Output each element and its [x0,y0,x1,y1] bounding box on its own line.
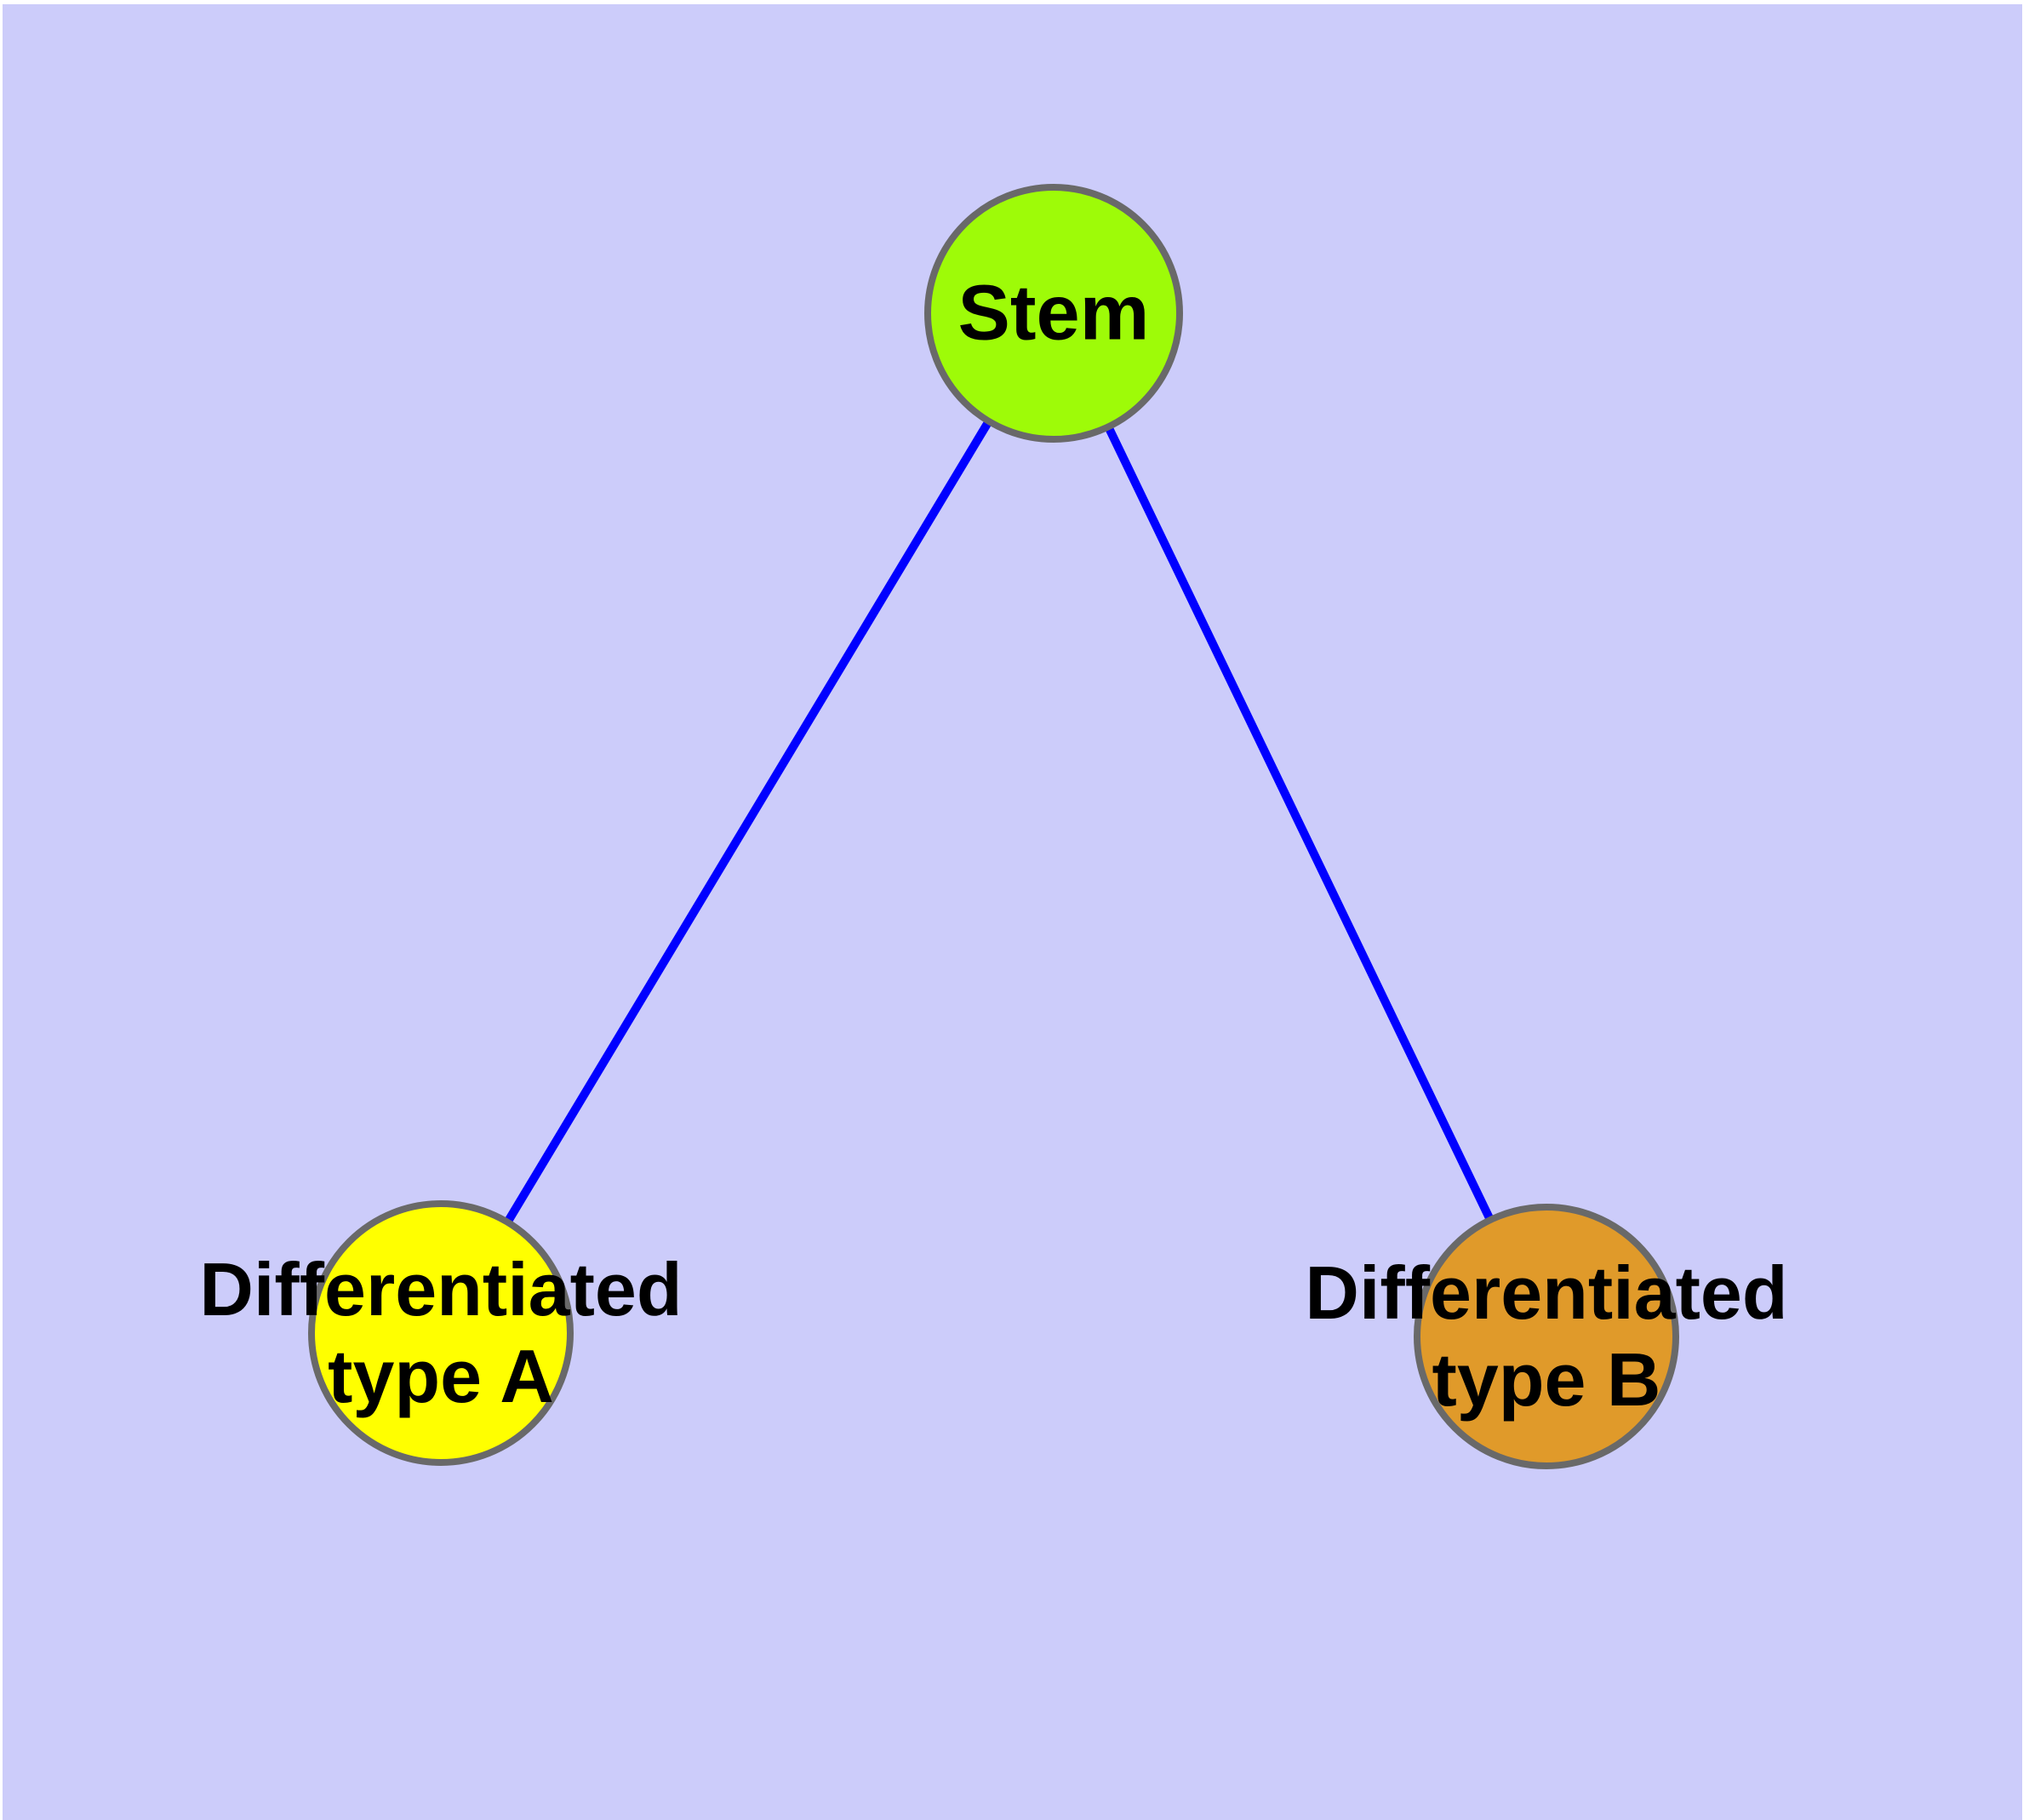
graph-edge-stem-diff_b [1049,311,1551,1339]
edges-layer [437,311,1551,1339]
graph-node-diff_a[interactable] [308,1200,574,1466]
graph-node-diff_b[interactable] [1414,1204,1679,1469]
graph-edge-stem-diff_a [437,311,1058,1336]
nodes-layer [308,184,1679,1469]
graph-node-stem[interactable] [924,184,1183,443]
